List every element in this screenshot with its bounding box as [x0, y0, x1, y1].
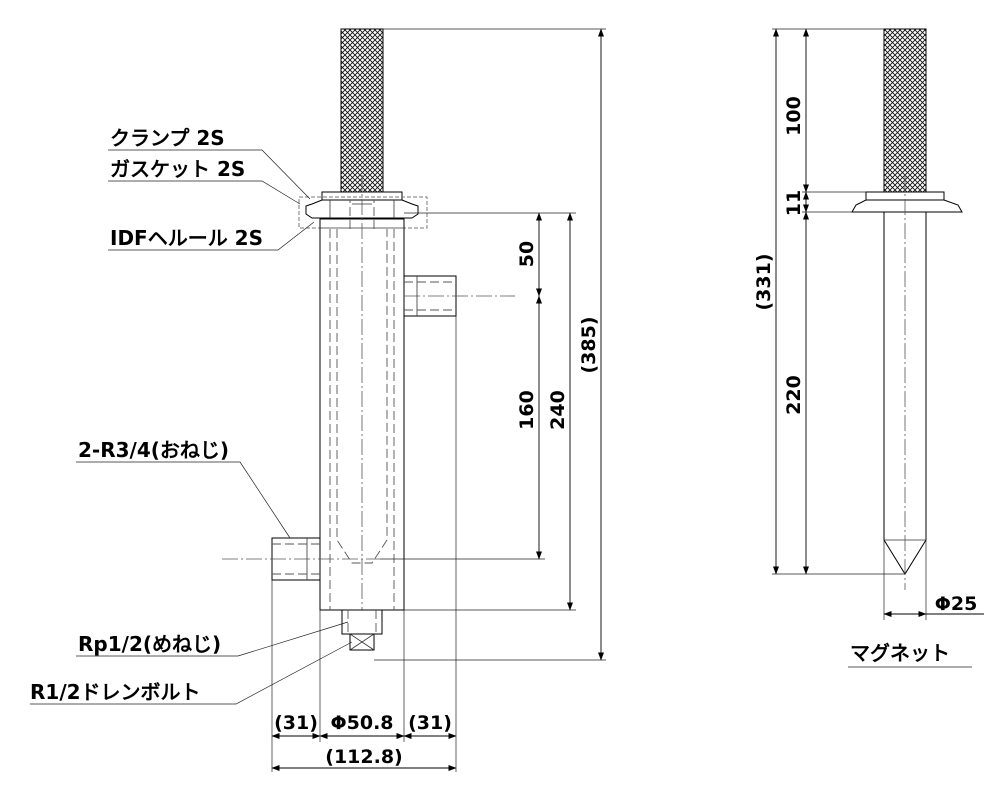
label-gasket: ガスケット 2S	[110, 157, 245, 181]
dim-385: (385)	[578, 316, 600, 373]
magnet-view	[772, 28, 984, 668]
label-female-thread: Rp1/2(めねじ)	[78, 632, 221, 656]
label-ferrule: IDFヘルール 2S	[110, 226, 263, 250]
drain-boss	[341, 609, 383, 635]
label-drain-bolt: R1/2ドレンボルト	[30, 680, 201, 704]
label-male-thread: 2-R3/4(おねじ)	[78, 438, 229, 462]
dim-magnet-diameter: Φ25	[935, 593, 978, 615]
dim-overall-width: (112.8)	[325, 746, 402, 768]
dim-220: 220	[783, 375, 805, 415]
magnet-grip-right	[883, 28, 927, 193]
label-magnet: マグネット	[850, 641, 950, 665]
dim-side-right: (31)	[408, 712, 452, 734]
magnet-grip-left	[340, 28, 384, 193]
label-clamp: クランプ 2S	[110, 126, 225, 150]
dim-side-left: (31)	[274, 712, 318, 734]
dim-240: 240	[547, 390, 569, 430]
dim-11: 11	[783, 190, 805, 216]
magnet-flange	[851, 199, 963, 213]
dim-160: 160	[516, 390, 538, 430]
dim-100: 100	[783, 96, 805, 136]
housing-view	[30, 28, 606, 772]
dim-bore: Φ50.8	[330, 712, 393, 734]
dim-331: (331)	[753, 253, 775, 310]
dim-50: 50	[516, 241, 538, 267]
